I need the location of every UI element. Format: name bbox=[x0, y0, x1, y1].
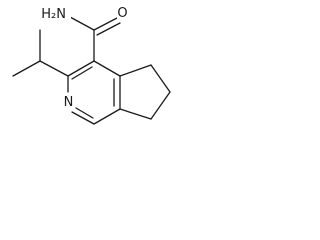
bond-n2-c1-inner bbox=[75, 107, 94, 119]
ring-nitrogen-label: N bbox=[64, 95, 74, 110]
bond-carbonyl-oxygen-second bbox=[96, 22, 121, 36]
molecule-structure: H₂N O N bbox=[12, 5, 171, 125]
pyridine-ring bbox=[67, 60, 121, 125]
bond-c5-c6 bbox=[150, 64, 171, 93]
bond-c1-c7a bbox=[93, 108, 121, 125]
bond-carbonyl-nitrogen bbox=[69, 16, 95, 31]
bond-n2-c1 bbox=[71, 111, 95, 125]
cyclopentane-ring bbox=[119, 64, 171, 120]
bond-c7-c7a bbox=[119, 108, 152, 120]
bond-c4-c3-inner bbox=[71, 66, 93, 80]
atom-label-carbonyl-oxygen: O bbox=[117, 5, 128, 21]
bond-c4a-c5 bbox=[119, 64, 152, 77]
bond-c4a-c4 bbox=[93, 60, 121, 77]
atom-label-amide-nitrogen: H₂N bbox=[41, 6, 71, 22]
bond-carbonyl-oxygen bbox=[93, 17, 118, 31]
carboxamide-group bbox=[69, 16, 121, 62]
bond-c3-ch bbox=[39, 60, 69, 77]
carbonyl-oxygen-label: O bbox=[117, 6, 127, 21]
bond-ch-methyl-left bbox=[12, 60, 41, 77]
isopropyl-group bbox=[12, 29, 69, 77]
atom-label-ring-nitrogen: N bbox=[63, 94, 74, 110]
amide-nitrogen-label: H₂N bbox=[41, 7, 66, 22]
bond-c6-c7 bbox=[150, 91, 171, 120]
bond-c4-c3 bbox=[67, 60, 95, 77]
